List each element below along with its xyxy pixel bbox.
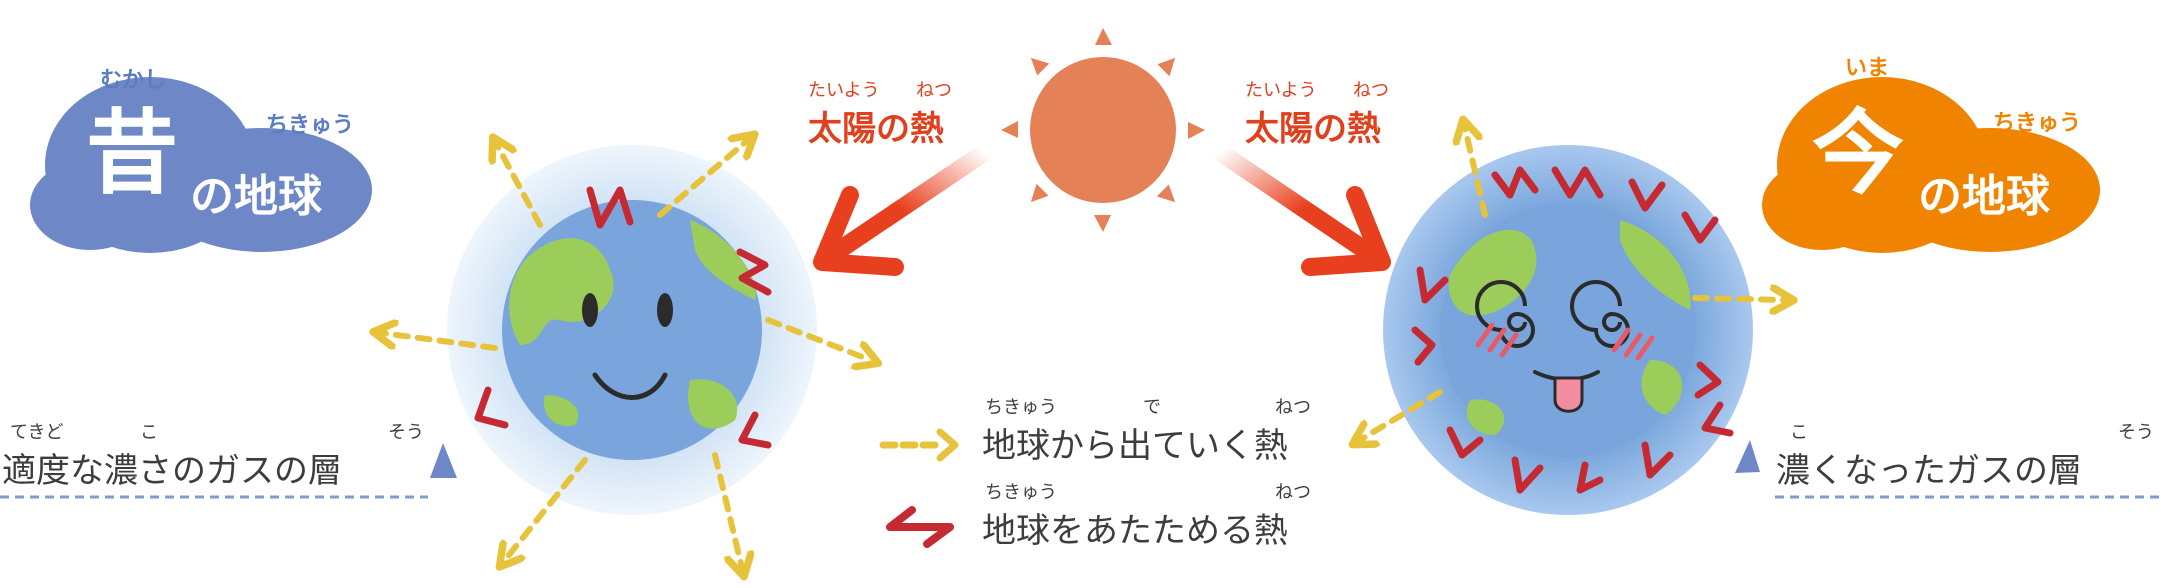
past-escaping-heat-arrows <box>382 140 870 568</box>
legend-trapping-ruby-2: ねつ <box>1275 482 1311 503</box>
legend-escaping-ruby-2: で <box>1143 397 1161 418</box>
legend-escaping-ruby-1: ちきゅう <box>985 397 1057 418</box>
present-gas-label: 濃くなったガスの層 <box>1776 451 2082 491</box>
legend-escaping-arrow-icon <box>879 428 959 462</box>
past-earth-smile <box>592 372 668 400</box>
sun-heat-left-ruby-2: ねつ <box>916 80 952 101</box>
sun-heat-arrow-left <box>813 143 994 276</box>
past-earth-eye-right <box>657 293 673 327</box>
present-title-kanji: 今 <box>1812 100 1905 207</box>
present-gas-ruby-1: こ <box>1790 422 1808 443</box>
past-title-ruby: むかし <box>100 68 167 93</box>
present-title-rest: の地球 <box>1918 171 2050 222</box>
past-gas-ruby-1: てきど <box>10 422 64 443</box>
legend-trapping-arrow-icon <box>886 506 954 548</box>
present-gas-ruby-2: そう <box>2118 422 2154 443</box>
past-trapping-heat-arrows <box>474 186 772 449</box>
present-title-badge <box>1762 77 2100 253</box>
legend-trapping-label: 地球をあたためる熱 <box>982 511 1288 551</box>
past-earth <box>447 145 817 515</box>
past-title-sub-ruby: ちきゅう <box>266 113 355 138</box>
legend-escaping-label: 地球から出ていく熱 <box>982 426 1288 466</box>
sun-heat-right-ruby-1: たいよう <box>1245 80 1317 101</box>
sun-heat-arrow-right <box>1211 143 1391 276</box>
past-gas-pointer <box>430 443 457 478</box>
present-earth <box>1383 145 1753 515</box>
sun-icon <box>1001 28 1205 232</box>
sun-heat-left-label: 太陽の熱 <box>808 109 944 149</box>
past-earth-eye-left <box>582 293 598 327</box>
present-earth-tongue <box>1553 376 1584 413</box>
past-gas-ruby-2: こ <box>140 422 158 443</box>
present-trapping-heat-arrows <box>1411 166 1734 494</box>
legend-escaping-ruby-3: ねつ <box>1275 397 1311 418</box>
present-gas-pointer <box>1735 440 1760 473</box>
sun-heat-left-ruby-1: たいよう <box>808 80 880 101</box>
present-title-sub-ruby: ちきゅう <box>1993 111 2082 136</box>
present-title-ruby: いま <box>1845 56 1890 81</box>
present-earth-blush <box>1475 322 1655 361</box>
past-title-rest: の地球 <box>190 171 322 222</box>
past-title-badge <box>30 77 372 253</box>
legend-trapping-ruby-1: ちきゅう <box>985 482 1057 503</box>
sun-heat-right-label: 太陽の熱 <box>1245 109 1381 149</box>
past-title-kanji: 昔 <box>86 100 179 207</box>
past-gas-ruby-3: そう <box>388 422 424 443</box>
present-escaping-heat-arrows <box>1360 128 1785 440</box>
sun-heat-right-ruby-2: ねつ <box>1353 80 1389 101</box>
past-gas-label: 適度な濃さのガスの層 <box>2 451 342 491</box>
